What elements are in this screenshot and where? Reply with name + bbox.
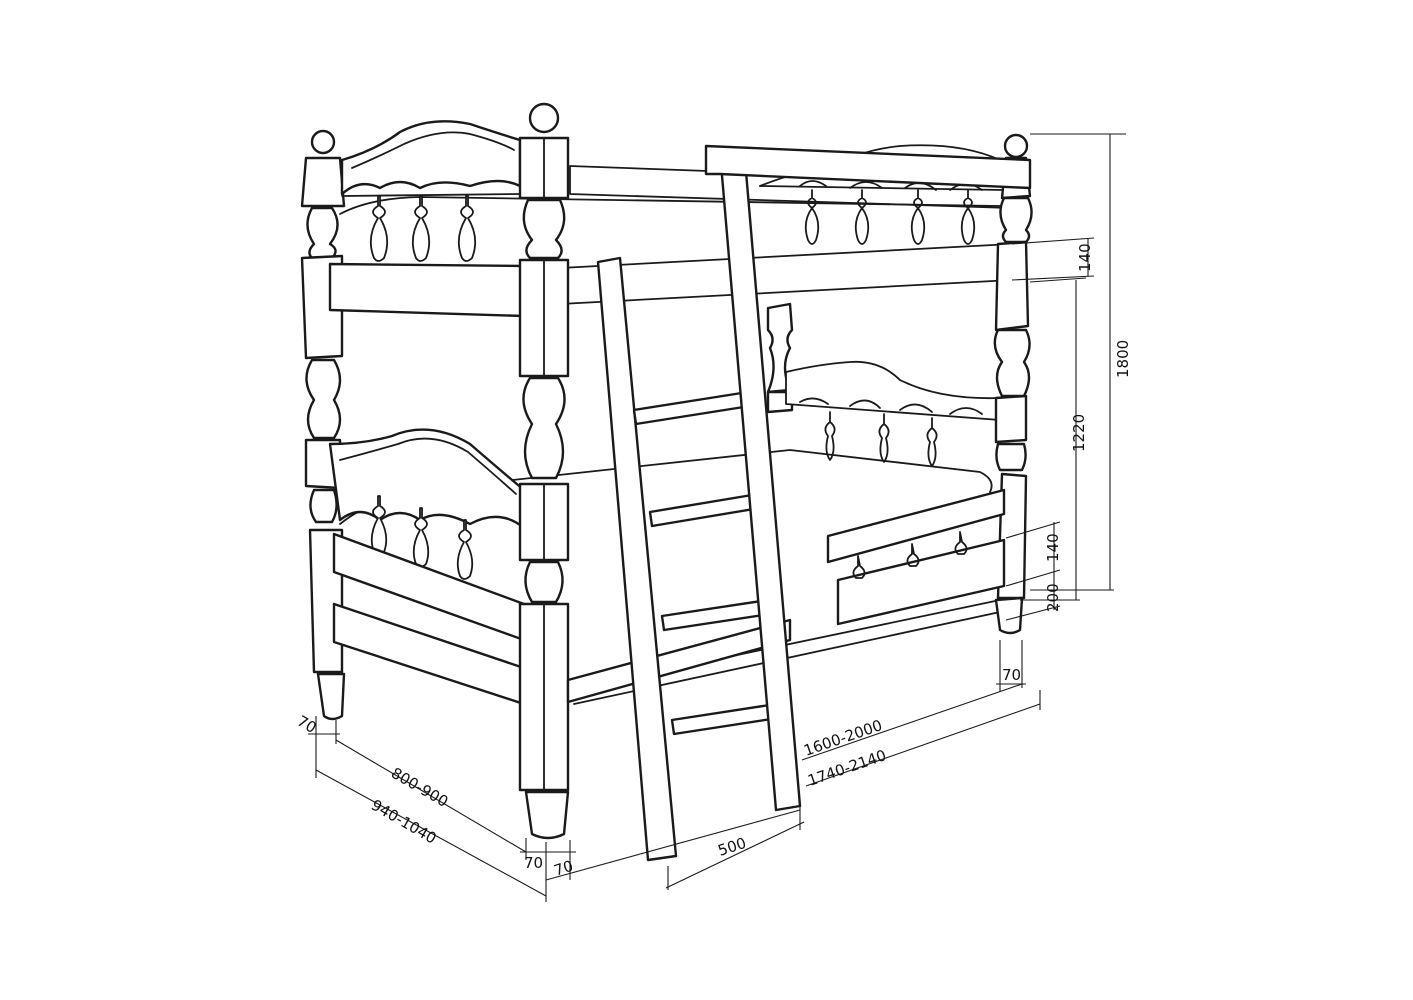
dim-width-inner: 800-900 [388, 764, 451, 811]
dim-post-depth-right: 70 [1002, 666, 1021, 684]
lower-left-headboard [328, 428, 526, 530]
dim-post-width-b: 70 [552, 857, 576, 880]
front-post [518, 102, 570, 840]
dim-leg-height: 200 [1044, 583, 1062, 612]
upper-mattress [339, 196, 1001, 215]
dim-post-width-a: 70 [524, 854, 543, 872]
lower-guard-rail [826, 488, 1006, 626]
upper-left-headboard [340, 120, 522, 197]
dim-rail-lower: 140 [1044, 533, 1062, 562]
lower-left-side-boards [332, 532, 526, 706]
upper-left-side-rail [328, 262, 526, 318]
dim-height-lower-upper: 1220 [1070, 414, 1088, 452]
upper-left-spindles [369, 195, 477, 262]
lower-right-headboard [785, 360, 1001, 467]
front-long-rails [566, 618, 792, 704]
dim-height-total: 1800 [1114, 340, 1132, 378]
dim-ladder-offset: 500 [716, 834, 749, 860]
upper-right-spindles [804, 189, 976, 245]
dimension-lines [308, 133, 1126, 902]
dim-width-outer: 940-1040 [368, 796, 440, 848]
dim-top-rail-upper: 140 [1076, 243, 1094, 272]
